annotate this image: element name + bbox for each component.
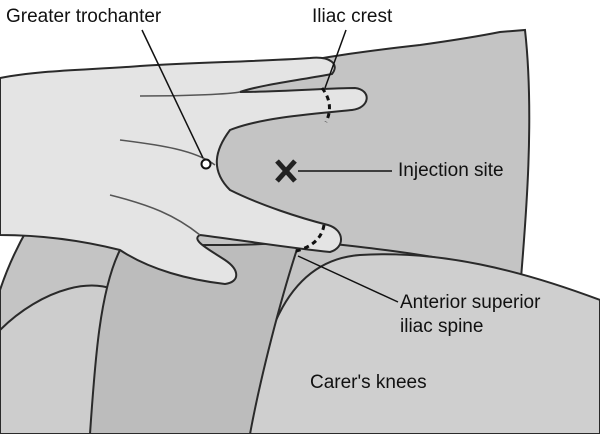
greater-trochanter-marker [200, 158, 212, 170]
hand [0, 56, 368, 286]
leader-greater-trochanter [141, 29, 204, 159]
label-carers-knees: Carer's knees [310, 372, 427, 393]
leader-asis [297, 255, 399, 303]
label-asis-line2: iliac spine [400, 316, 484, 337]
label-injection-site: Injection site [398, 160, 504, 181]
leader-iliac-crest [324, 29, 347, 89]
label-asis-line1: Anterior superior [400, 292, 541, 313]
injection-site-x-icon [275, 159, 297, 183]
asis-dashes [291, 224, 326, 254]
carers-knees [248, 253, 600, 434]
label-greater-trochanter: Greater trochanter [6, 6, 162, 27]
iliac-crest-dashes [320, 87, 331, 123]
label-iliac-crest: Iliac crest [312, 6, 393, 27]
thigh-front [88, 238, 302, 434]
